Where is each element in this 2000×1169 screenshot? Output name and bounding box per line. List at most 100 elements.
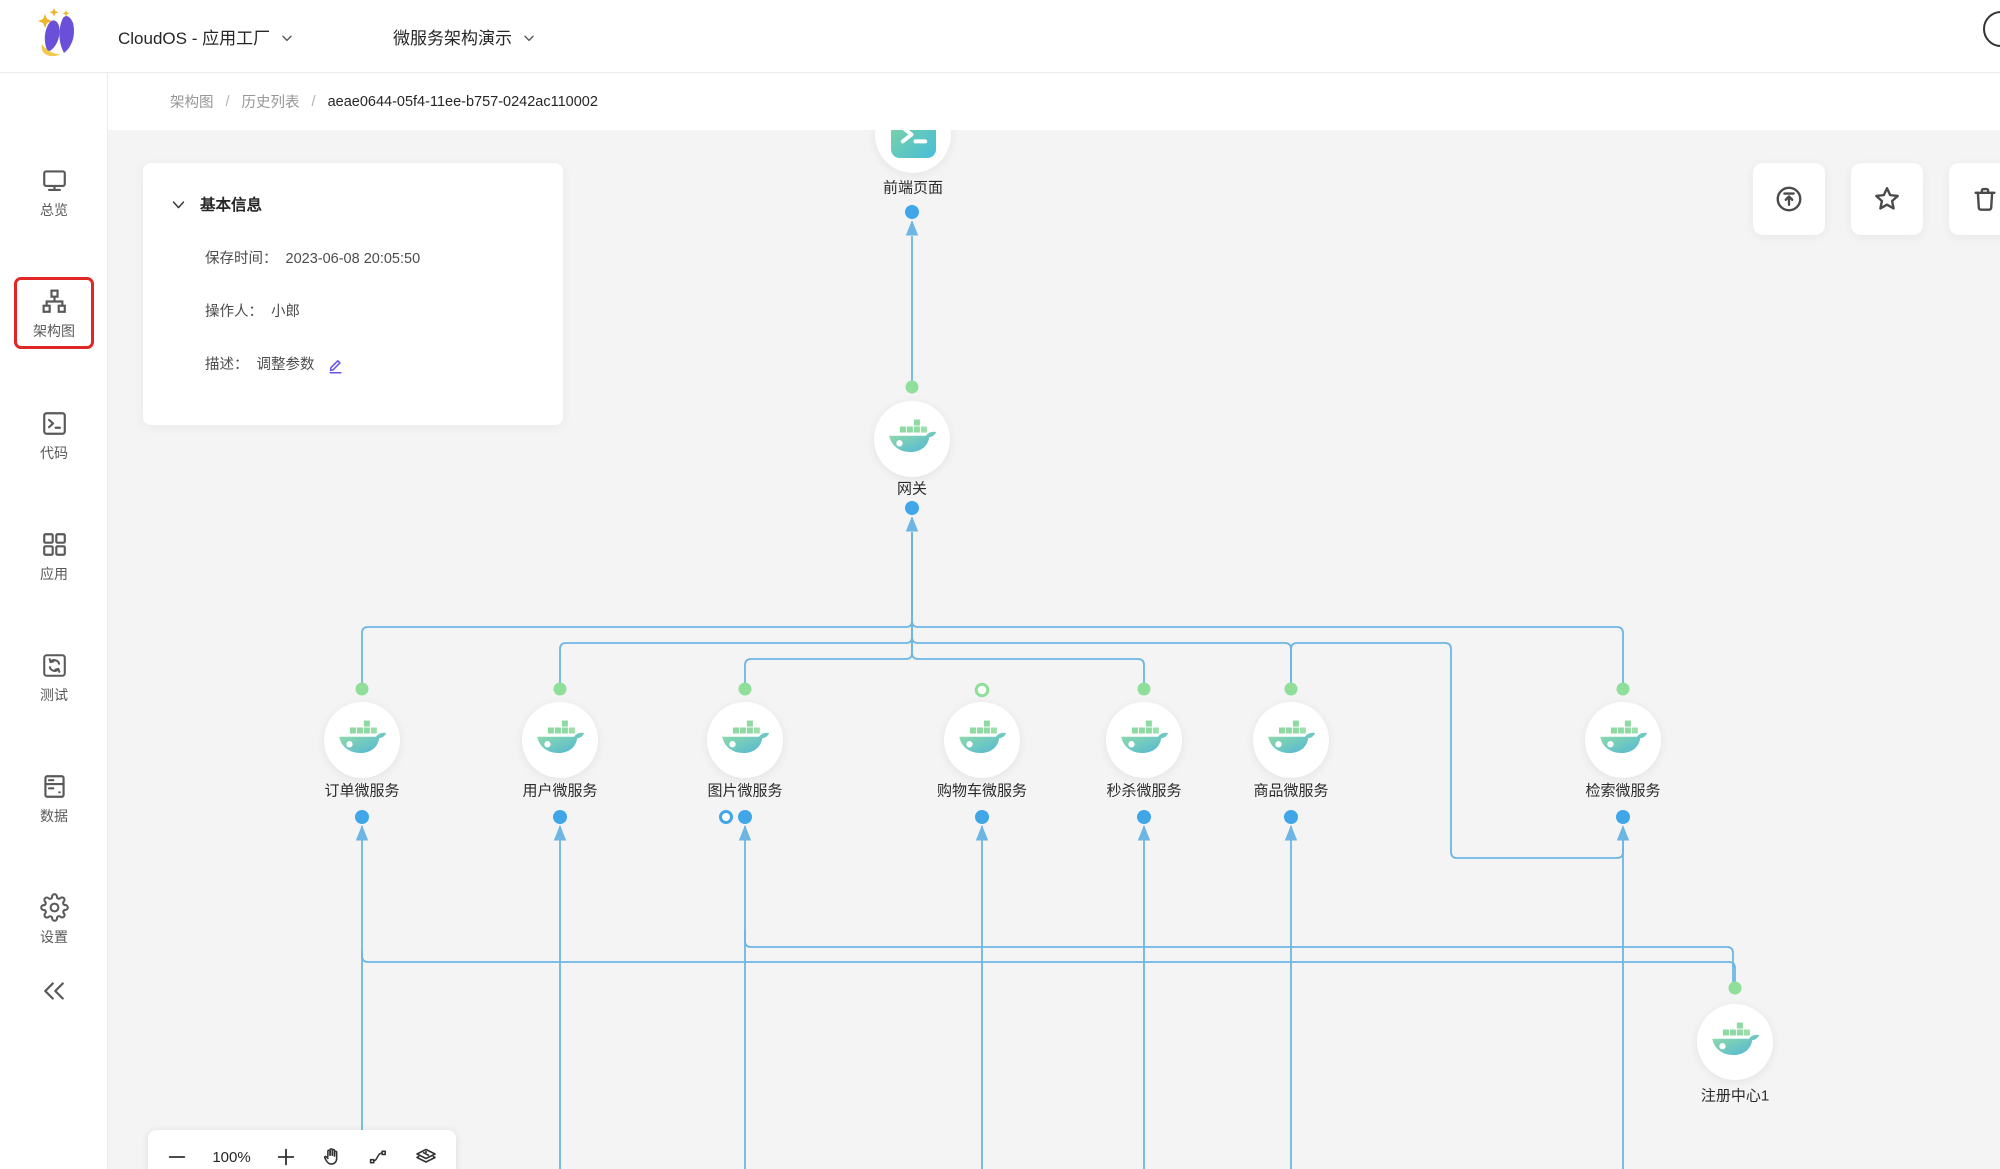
diagram-canvas[interactable]: 前端页面 网关 订单微服务 — [108, 130, 2000, 1169]
sidebar-item-overview[interactable]: 总览 — [0, 166, 108, 220]
diagram-edges — [355, 220, 1736, 1169]
docker-icon — [1268, 720, 1316, 753]
sidebar-item-settings[interactable]: 设置 — [0, 893, 108, 947]
node-label-image: 图片微服务 — [707, 782, 783, 800]
edge-arrowhead — [975, 825, 989, 841]
node-image[interactable] — [707, 702, 783, 778]
node-search[interactable] — [1585, 702, 1661, 778]
pencil-icon — [328, 360, 342, 374]
node-label-frontend: 前端页面 — [882, 179, 944, 197]
sidebar-item-label: 数据 — [40, 808, 68, 824]
info-row-label: 描述： — [205, 357, 249, 373]
publish-button[interactable] — [1753, 163, 1825, 235]
edge-arrowhead — [905, 220, 919, 236]
basic-info-title: 基本信息 — [200, 197, 263, 214]
favorite-button[interactable] — [1851, 163, 1923, 235]
sidebar-item-apps[interactable]: 应用 — [0, 530, 108, 584]
sidebar-item-label: 测试 — [40, 687, 68, 703]
info-row-value: 小郎 — [271, 304, 300, 320]
breadcrumb-separator: / — [225, 93, 230, 110]
node-label-goods: 商品微服务 — [1253, 782, 1329, 800]
basic-info-header[interactable]: 基本信息 — [171, 193, 535, 215]
node-label-gateway: 网关 — [896, 480, 928, 498]
edge-5 — [744, 532, 913, 683]
breadcrumb-item-1[interactable]: 历史列表 — [241, 95, 300, 111]
node-frontend[interactable] — [875, 130, 951, 173]
edge-arrowhead — [1616, 825, 1630, 841]
sidebar-item-code[interactable]: 代码 — [0, 409, 108, 463]
breadcrumb-item-2: aeae0644-05f4-11ee-b757-0242ac110002 — [327, 93, 598, 110]
edge-4 — [911, 532, 1292, 683]
edge-arrowhead — [1284, 825, 1298, 841]
docker-icon — [959, 720, 1007, 753]
edge-6 — [911, 532, 1145, 683]
node-label-user: 用户微服务 — [522, 782, 598, 800]
node-cart[interactable] — [944, 702, 1020, 778]
node-user[interactable] — [522, 702, 598, 778]
chevron-down-icon — [172, 200, 185, 208]
sidebar-item-test[interactable]: 测试 — [0, 651, 108, 705]
sitemap-icon — [42, 289, 66, 313]
breadcrumb-separator: / — [311, 93, 316, 110]
delete-button[interactable] — [1949, 163, 2000, 235]
pan-hand-button[interactable] — [321, 1146, 343, 1168]
monitor-icon — [42, 170, 66, 192]
sidebar-item-architecture[interactable]: 架构图 — [0, 277, 108, 349]
sidebar-collapse-button[interactable] — [0, 976, 108, 1011]
avatar[interactable] — [1983, 11, 2000, 47]
grid-icon — [42, 533, 66, 556]
star-icon — [1875, 187, 1899, 210]
info-row-1: 操作人： 小郎 — [205, 286, 535, 339]
upload-circle-icon — [1776, 186, 1802, 212]
zoom-in-button[interactable] — [275, 1146, 297, 1168]
layers-button[interactable] — [414, 1145, 438, 1169]
edge-16 — [361, 950, 1736, 982]
workspace-switcher[interactable]: CloudOS - 应用工厂 — [118, 0, 294, 73]
loop-icon — [42, 654, 66, 677]
info-row-label: 操作人： — [205, 304, 263, 320]
docker-icon — [537, 720, 585, 753]
top-header: CloudOS - 应用工厂 微服务架构演示 — [0, 0, 2000, 73]
sidebar-item-label: 代码 — [40, 445, 68, 461]
node-registry[interactable] — [1697, 1004, 1773, 1080]
connection-mode-button[interactable] — [368, 1146, 390, 1168]
node-label-order: 订单微服务 — [324, 782, 400, 800]
docker-icon — [1712, 1022, 1760, 1055]
chevrons-left-icon — [44, 982, 64, 1000]
info-row-2: 描述： 调整参数 — [205, 339, 535, 392]
node-gateway[interactable] — [874, 401, 950, 477]
breadcrumb: 架构图 / 历史列表 / aeae0644-05f4-11ee-b757-0242ac1… — [170, 73, 598, 130]
database-icon — [43, 775, 65, 798]
node-label-search: 检索微服务 — [1585, 782, 1661, 800]
sidebar-item-data[interactable]: 数据 — [0, 772, 108, 826]
zoom-out-button[interactable] — [166, 1146, 188, 1168]
docker-icon — [1121, 720, 1169, 753]
breadcrumb-item-0[interactable]: 架构图 — [170, 95, 214, 111]
edge-arrowhead — [553, 825, 567, 841]
terminal-app-icon — [890, 130, 936, 158]
edit-description-button[interactable] — [327, 357, 344, 374]
canvas-zoom-toolbar: 100% — [148, 1130, 456, 1169]
edge-2 — [911, 532, 1624, 683]
docker-icon — [339, 720, 387, 753]
edge-arrowhead — [355, 825, 369, 841]
sidebar-item-label: 总览 — [40, 202, 68, 218]
node-order[interactable] — [324, 702, 400, 778]
sidebar-item-label: 应用 — [40, 566, 68, 582]
docker-icon — [1600, 720, 1648, 753]
project-switcher[interactable]: 微服务架构演示 — [393, 0, 536, 73]
node-label-cart: 购物车微服务 — [936, 782, 1028, 800]
node-seckill[interactable] — [1106, 702, 1182, 778]
node-goods[interactable] — [1253, 702, 1329, 778]
node-label-registry: 注册中心1 — [1700, 1087, 1770, 1105]
project-title: 微服务架构演示 — [393, 29, 512, 48]
chevron-down-icon — [524, 35, 534, 41]
docker-icon — [722, 720, 770, 753]
info-row-0: 保存时间： 2023-06-08 20:05:50 — [205, 233, 535, 286]
edge-arrowhead — [905, 516, 919, 532]
docker-icon — [889, 419, 937, 452]
terminal-icon — [42, 412, 66, 435]
edge-1 — [361, 532, 913, 683]
sidebar-item-label: 设置 — [40, 929, 68, 945]
